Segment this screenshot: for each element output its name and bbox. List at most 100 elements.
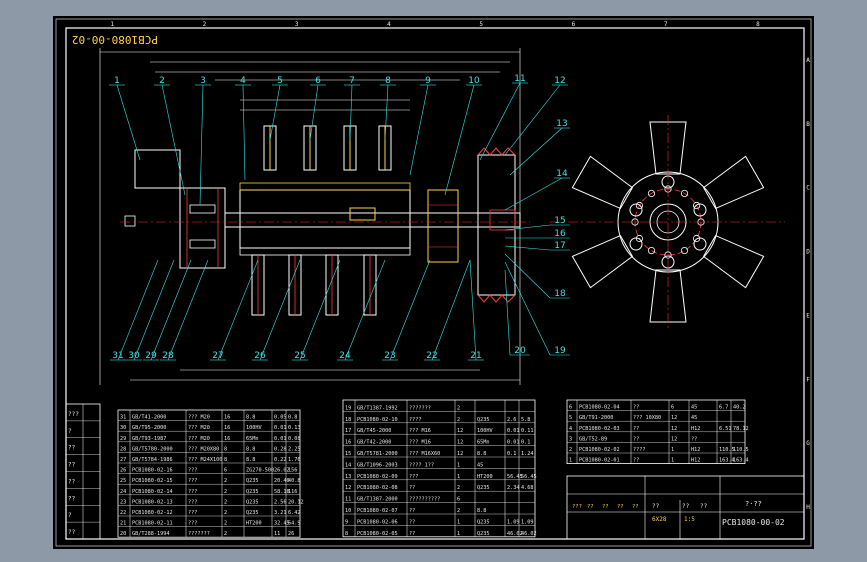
bom-cell: 6 [569,405,572,411]
column-marker: 5 [479,21,483,28]
bom-cell: 13 [345,474,351,480]
bom-cell: PCB1080-02-08 [357,485,398,491]
callout-label: 20 [514,346,526,356]
bom-cell: Q235 [246,510,259,516]
callout-label: 25 [294,351,305,361]
bom-cell: 0.8 [288,415,297,421]
bom-cell: 11 [274,531,280,537]
bom-cell: 8 [224,446,227,452]
row-marker: H [806,504,810,511]
bearing-housing [427,189,459,263]
callout-label: 26 [254,351,266,361]
bom-cell: 0.08 [288,436,301,442]
strip-label: ? [68,512,72,519]
bom-cell: 15 [345,451,351,457]
callout-label: 8 [385,76,391,86]
bom-cell: 6 [224,468,227,474]
bom-cell: 28 [120,446,126,452]
title-mark: ??? [572,504,582,510]
bolt-hole [635,201,644,210]
callout-label: 13 [556,119,567,129]
bom-cell: GB/T5784-1986 [132,457,173,463]
strip-label: ?? [68,445,76,452]
callout-label: 15 [554,216,565,226]
bom-cell: ???? [409,417,422,423]
bom-cell: 14 [345,462,351,468]
bom-cell: GB/T1096-2003 [357,462,398,468]
bom-cell: 56.45 [507,474,523,480]
bom-cell: GB/T5781-2000 [357,451,398,457]
bom-cell: Q235 [246,489,259,495]
bom-cell: GB/T93-1987 [132,436,166,442]
drawing-sheet [53,16,814,549]
bom-cell: 100HV [246,425,262,431]
bom-cell: PCB1080-02-12 [132,510,173,516]
bom-cell: HT200 [477,474,493,480]
bom-cell: ?? [691,436,697,442]
bom-cell: 8.8 [246,457,255,463]
bom-cell: PCB1080-02-03 [579,426,620,432]
bom-cell: 2 [224,489,227,495]
bom-cell: 65Mn [246,436,259,442]
bom-cell: 16 [345,440,351,446]
callout-label: 5 [277,76,283,86]
rotor-blade [649,269,687,323]
bom-cell: 1 [457,474,460,480]
bom-cell: 8.8 [246,415,255,421]
title-mark: ?? [602,504,609,510]
callout-label: 2 [159,76,165,86]
title-stage-label: ?? [682,503,690,510]
callout-label: 28 [162,351,174,361]
row-marker: G [806,440,810,447]
title-name: ?·?? [745,500,762,508]
bom-cell: 26.02 [274,468,290,474]
bom-cell: 22 [120,510,126,516]
bom-cell: 16 [224,415,230,421]
bom-cell: 0.11 [521,428,534,434]
row-marker: F [806,376,810,383]
bom-cell: 5 [569,415,572,421]
bom-cell: PCB1080-02-06 [357,519,398,525]
bom-cell: 64.9 [288,521,301,527]
title-ratio-label: ?? [652,503,660,510]
bom-cell: ?? [633,426,639,432]
bom-cell: PCB1080-02-11 [132,521,173,527]
row-marker: A [806,57,810,64]
bom-cell: 58.18 [274,489,290,495]
bom-cell: PCB1080-02-09 [357,474,398,480]
bom-cell: 0.01 [274,425,287,431]
bom-cell: 12 [671,426,677,432]
bom-cell: 26 [288,531,294,537]
bom-cell: ??????? [188,531,210,537]
bom-cell: PCB1080-02-14 [132,489,173,495]
bolt-hole [664,251,672,259]
bom-cell: GB/T95-2000 [132,425,166,431]
bolt-hole [680,246,689,255]
callout-label: 3 [200,76,206,86]
bom-cell: 2.34 [507,485,520,491]
bom-cell: 17 [345,428,351,434]
bom-cell: ??? M16X60 [409,451,440,457]
bom-cell: 4.68 [521,485,534,491]
bom-cell: ??? [188,510,197,516]
bom-cell: 12 [671,415,677,421]
bom-cell: 12 [457,451,463,457]
bom-cell: 11 [345,497,351,503]
callout-label: 1 [114,76,120,86]
bom-cell: 24 [120,489,126,495]
bom-cell: 31 [120,415,126,421]
bom-cell: Q235 [246,478,259,484]
bom-cell: 2 [224,521,227,527]
bom-cell: 2 [224,531,227,537]
bom-cell: 1.24 [521,451,534,457]
bom-cell: 156 [288,468,297,474]
pin-hole [629,203,643,217]
bom-cell: 1 [671,447,674,453]
callout-label: 23 [384,351,395,361]
dimension-lines [99,48,521,385]
bom-cell: HT200 [246,521,262,527]
bom-cell: 2 [224,510,227,516]
bom-cell: ???? [633,447,646,453]
title-block: ?·?? PCB1080-00-02 6X28 1:5 ?? ?? ?? ???… [566,475,805,540]
